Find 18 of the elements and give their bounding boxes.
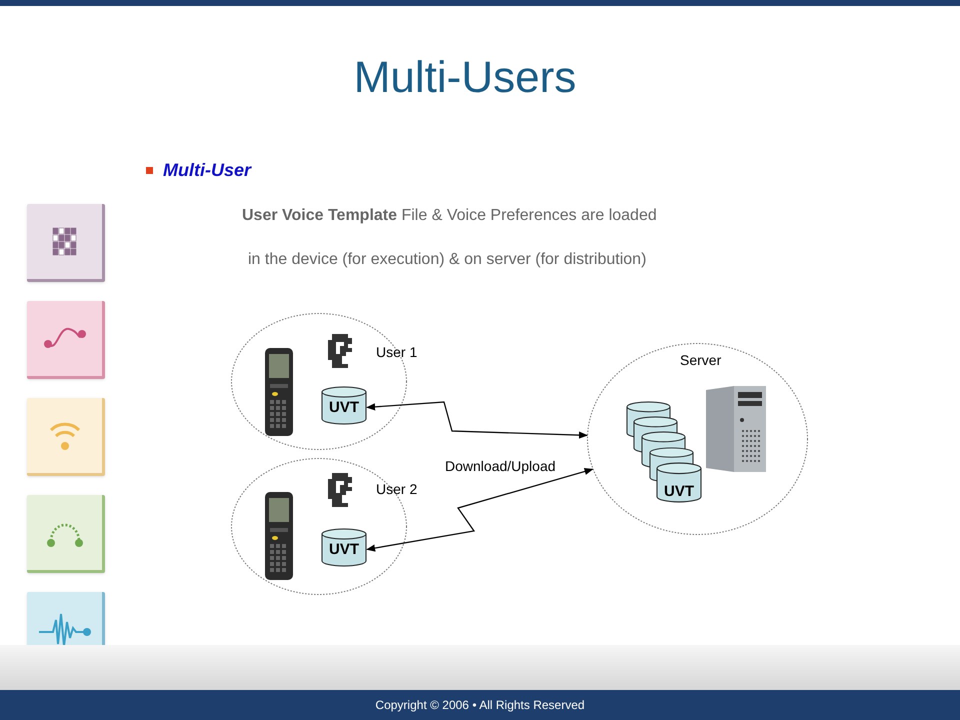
- group-label: Server: [680, 351, 722, 370]
- database-cylinder: [656, 462, 702, 503]
- group-label: User 1: [376, 343, 418, 362]
- lightning-arrow: [366, 468, 594, 552]
- bullet-heading: Multi-User: [163, 159, 252, 182]
- lightning-arrow: [366, 401, 588, 439]
- slide-title: Multi-Users: [352, 56, 578, 100]
- dotted-ellipse: [587, 343, 808, 535]
- connection-label: Download/Upload: [445, 457, 556, 476]
- database-cylinder: [321, 386, 367, 425]
- database-cylinder: [321, 528, 367, 567]
- description-text: in the device (for execution) & on server (for distribution): [248, 250, 646, 270]
- description-text: User Voice Template File & Voice Preferences are loaded: [242, 206, 657, 226]
- cylinder-label: UVT: [663, 484, 695, 499]
- cylinder-label: UVT: [328, 542, 360, 557]
- copyright-text: Copyright © 2006 • All Rights Reserved: [375, 697, 585, 714]
- group-label: User 2: [376, 480, 418, 499]
- cylinder-label: UVT: [328, 400, 360, 415]
